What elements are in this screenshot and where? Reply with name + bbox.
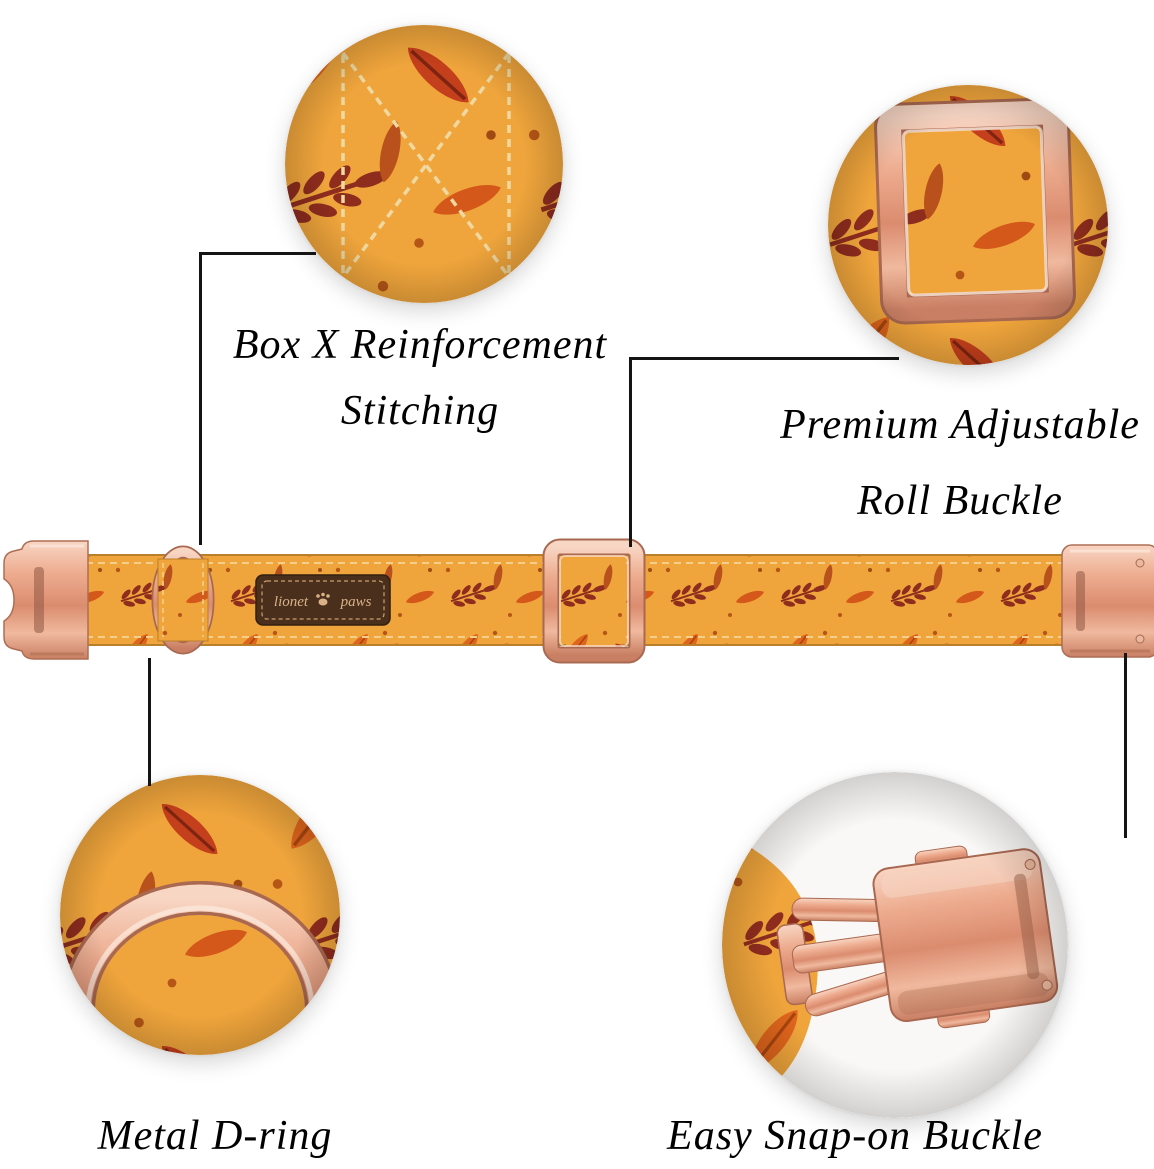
slider-buckle [542, 538, 646, 664]
stitching-label-line1: Box X Reinforcement [232, 322, 608, 368]
paw-icon [316, 592, 330, 606]
callout-circle-snap-buckle [722, 772, 1068, 1118]
leader-line-roll-buckle-horizontal [629, 357, 899, 360]
snap-buckle-photo [722, 772, 1068, 1118]
d-ring-label: Metal D-ring [97, 1113, 333, 1159]
roll-buckle-photo [828, 85, 1108, 365]
leader-line-snap-buckle [1124, 653, 1127, 838]
stitching-photo [285, 25, 563, 303]
brand-name-left: lionet [274, 594, 309, 610]
stitching-label-line2: Stitching [340, 388, 500, 434]
brand-name-right: paws [340, 594, 372, 610]
callout-circle-stitching [285, 25, 563, 303]
roll-buckle-label-line2: Roll Buckle [857, 478, 1063, 524]
snap-buckle-label: Easy Snap-on Buckle [667, 1113, 1043, 1159]
buckle-female-half [3, 540, 89, 660]
brand-tag: lionet paws [255, 574, 391, 626]
leader-line-stitching-horizontal [199, 252, 316, 255]
d-ring-photo [60, 775, 340, 1055]
buckle-male-half [1061, 544, 1154, 658]
roll-buckle-label-line1: Premium Adjustable [780, 402, 1140, 448]
leader-line-d-ring [148, 658, 151, 786]
callout-circle-d-ring [60, 775, 340, 1055]
leader-line-roll-buckle-vertical [629, 357, 632, 547]
leader-line-stitching-vertical [199, 252, 202, 545]
callout-circle-roll-buckle [828, 85, 1108, 365]
collar-photo: lionet paws [3, 538, 1154, 664]
collar-d-ring [151, 545, 215, 655]
